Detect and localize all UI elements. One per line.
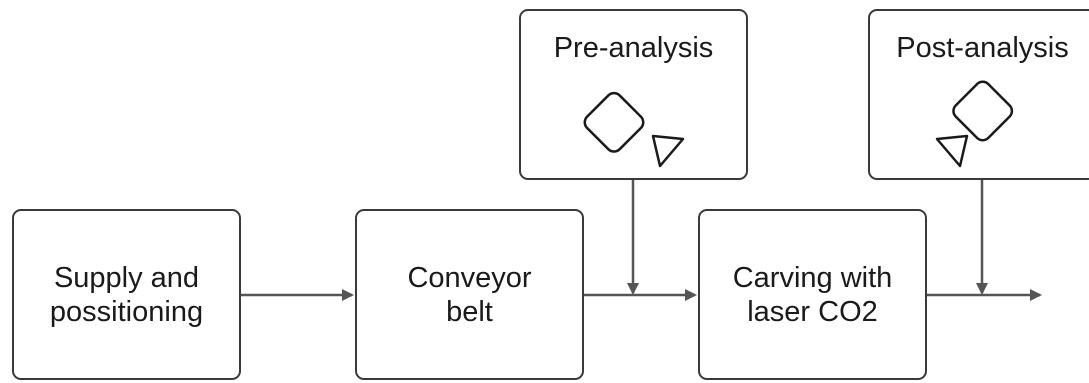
camera-icon [583,91,685,168]
carving-laser-label: Carving with laser CO2 [732,261,893,328]
conveyor-belt-box: Conveyor belt [355,209,584,380]
camera-icon [935,80,1014,168]
carving-laser-box: Carving with laser CO2 [698,209,927,380]
pre-analysis-label: Pre-analysis [553,32,714,64]
conveyor-belt-label: Conveyor belt [407,261,532,328]
pre-analysis-box: Pre-analysis [519,9,748,180]
supply-positioning-box: Supply and possitioning [12,209,241,380]
supply-positioning-label: Supply and possitioning [49,261,204,328]
post-analysis-label: Post-analysis [896,32,1069,64]
